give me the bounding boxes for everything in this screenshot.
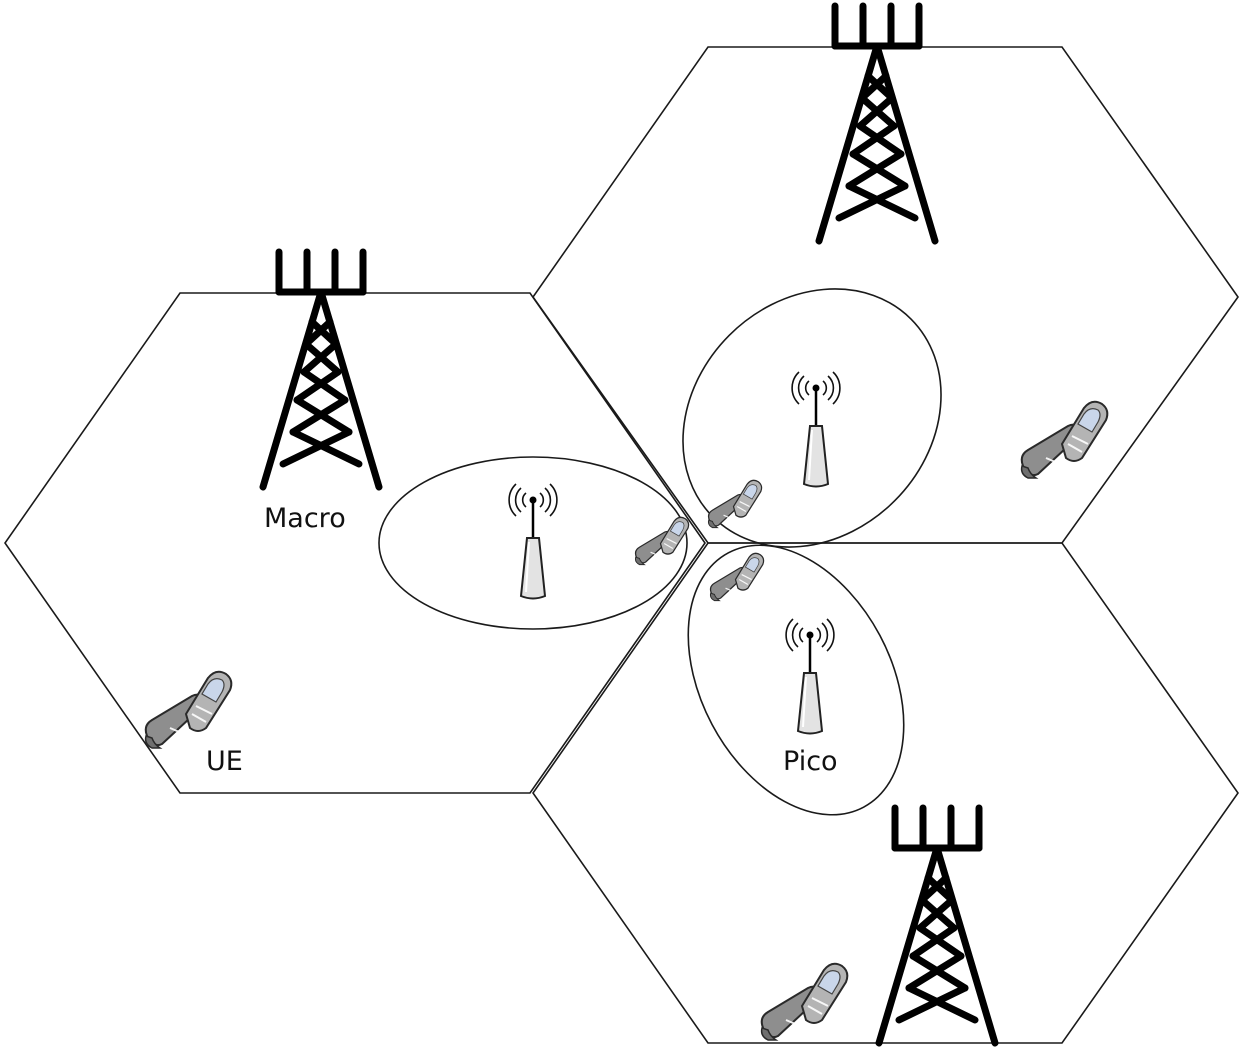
pico-antenna-icon [507,482,559,600]
macro-cell-bottom-right [532,542,1239,1044]
pico-label: Pico [783,746,838,777]
mobile-phone-icon [707,479,763,529]
macro-cell-left [4,292,706,794]
pico-coverage-left [378,456,688,630]
pico-coverage-bottom [687,544,905,816]
macro-label: Macro [264,503,346,534]
mobile-phone-icon [1020,400,1109,479]
mobile-phone-icon [760,962,849,1041]
cell-tower-icon [819,6,935,241]
cell-tower-icon [879,808,995,1043]
pico-antenna-icon [784,617,836,735]
ue-label: UE [206,746,243,777]
pico-antenna-icon [790,370,842,488]
pico-coverage-top [682,288,942,548]
mobile-phone-icon [634,516,690,566]
cell-tower-icon [263,252,379,487]
mobile-phone-icon [144,670,233,749]
